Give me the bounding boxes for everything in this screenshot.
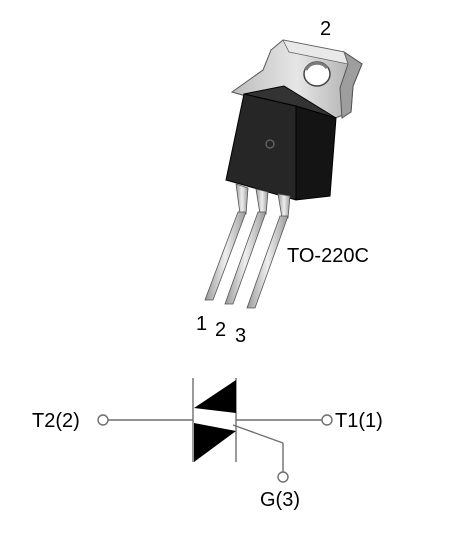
lead-1: [204, 183, 249, 301]
package-name-label: TO-220C: [287, 245, 369, 267]
terminal-t1-circle: [321, 414, 333, 426]
triangle-up: [194, 380, 236, 413]
terminal-t2-circle: [97, 414, 109, 426]
lead-3: [246, 193, 291, 309]
gate-wire-diagonal: [232, 424, 284, 444]
terminal-t2-label: T2(2): [32, 410, 80, 432]
triangle-down: [194, 423, 236, 462]
mounting-hole: [303, 61, 331, 87]
pin-label-3: 3: [235, 325, 246, 347]
terminal-t1-label: T1(1): [335, 410, 383, 432]
plastic-body: [225, 85, 337, 201]
body-dimple: [265, 139, 275, 149]
tab-pin-label: 2: [320, 18, 331, 40]
leads: [204, 183, 291, 309]
triac-symbol: T2(2) T1(1) G(3): [32, 378, 383, 511]
lead-2: [224, 188, 269, 305]
pin-label-2: 2: [215, 319, 226, 341]
terminal-gate-label: G(3): [260, 489, 300, 511]
pin-label-1: 1: [196, 313, 207, 335]
terminal-gate-circle: [277, 471, 289, 483]
to220-package: 2 TO-220C 1 2 3: [196, 18, 369, 347]
